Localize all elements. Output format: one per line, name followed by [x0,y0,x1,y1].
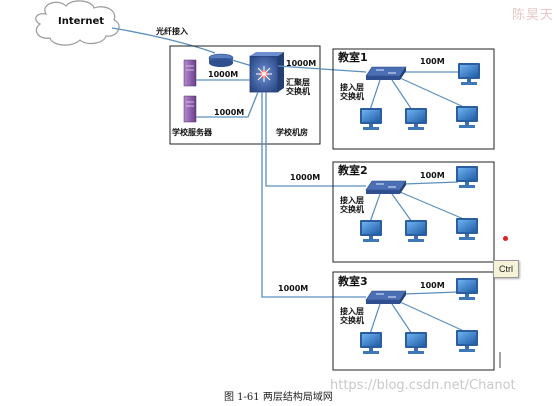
access-switch-icon [365,66,407,81]
classroom-2-uplink: 1000M [290,173,321,182]
computer-icon [456,330,478,352]
computer-icon [360,332,382,354]
fiber-link [111,27,216,54]
access-switch-icon [365,180,407,195]
classroom-2-switch-label: 接入层 交换机 [340,196,364,215]
router-icon [208,53,234,67]
computer-icon [456,106,478,128]
classroom-3-title: 教室3 [338,275,368,288]
servers-label: 学校服务器 [172,128,212,137]
server2-link [196,91,259,118]
watermark-top: 陈昊天 [511,8,554,23]
classroom-1-switch-label: 接入层 交换机 [340,83,364,102]
classroom-3-box [332,271,495,371]
classroom-2-access-link: 100M [420,171,445,180]
classroom-3-switch-label: 接入层 交换机 [340,307,364,326]
classroom-3-links [369,291,467,335]
uplink-classroom-1 [277,65,367,73]
classroom-3-access-link: 100M [420,281,445,290]
computer-icon [360,220,382,242]
classroom-3-uplink: 1000M [278,284,309,293]
server-room-box [169,45,321,145]
figure-caption: 图 1-61 两层结构局域网 [224,392,333,403]
classroom-1-access-link: 100M [420,57,445,66]
classroom-2-title: 教室2 [338,164,368,177]
computer-icon [405,220,427,242]
aggregation-switch-label: 汇聚层 交换机 [286,78,310,97]
classroom-1-box [332,48,495,150]
classroom-2-links [369,181,467,223]
computer-icon [456,218,478,240]
computer-icon [405,108,427,130]
ctrl-tooltip: Ctrl [493,260,519,278]
cursor-dot [503,236,508,241]
server-link-2-label: 1000M [214,108,245,117]
classroom-1-links [369,71,467,111]
server-link-1-label: 1000M [208,70,239,79]
server-icon-2 [183,95,197,123]
computer-icon [456,278,478,300]
computer-icon [456,166,478,188]
router-to-aggregation-link [231,59,253,67]
computer-icon [405,332,427,354]
access-switch-icon [365,290,407,305]
core-link-label: 1000M [286,59,317,68]
classroom-1-title: 教室1 [338,51,368,64]
computer-icon [360,108,382,130]
uplink-classroom-3 [261,92,366,298]
server-room-label: 学校机房 [276,128,308,137]
computer-icon [458,63,480,85]
watermark-bottom: https://blog.csdn.net/Chanot [330,378,516,393]
classroom-2-box [332,161,495,263]
internet-label: Internet [58,16,105,27]
server-icon-1 [183,59,197,87]
internet-cloud-icon [35,0,120,46]
aggregation-switch-icon [249,52,284,93]
fiber-label: 光纤接入 [156,27,188,36]
